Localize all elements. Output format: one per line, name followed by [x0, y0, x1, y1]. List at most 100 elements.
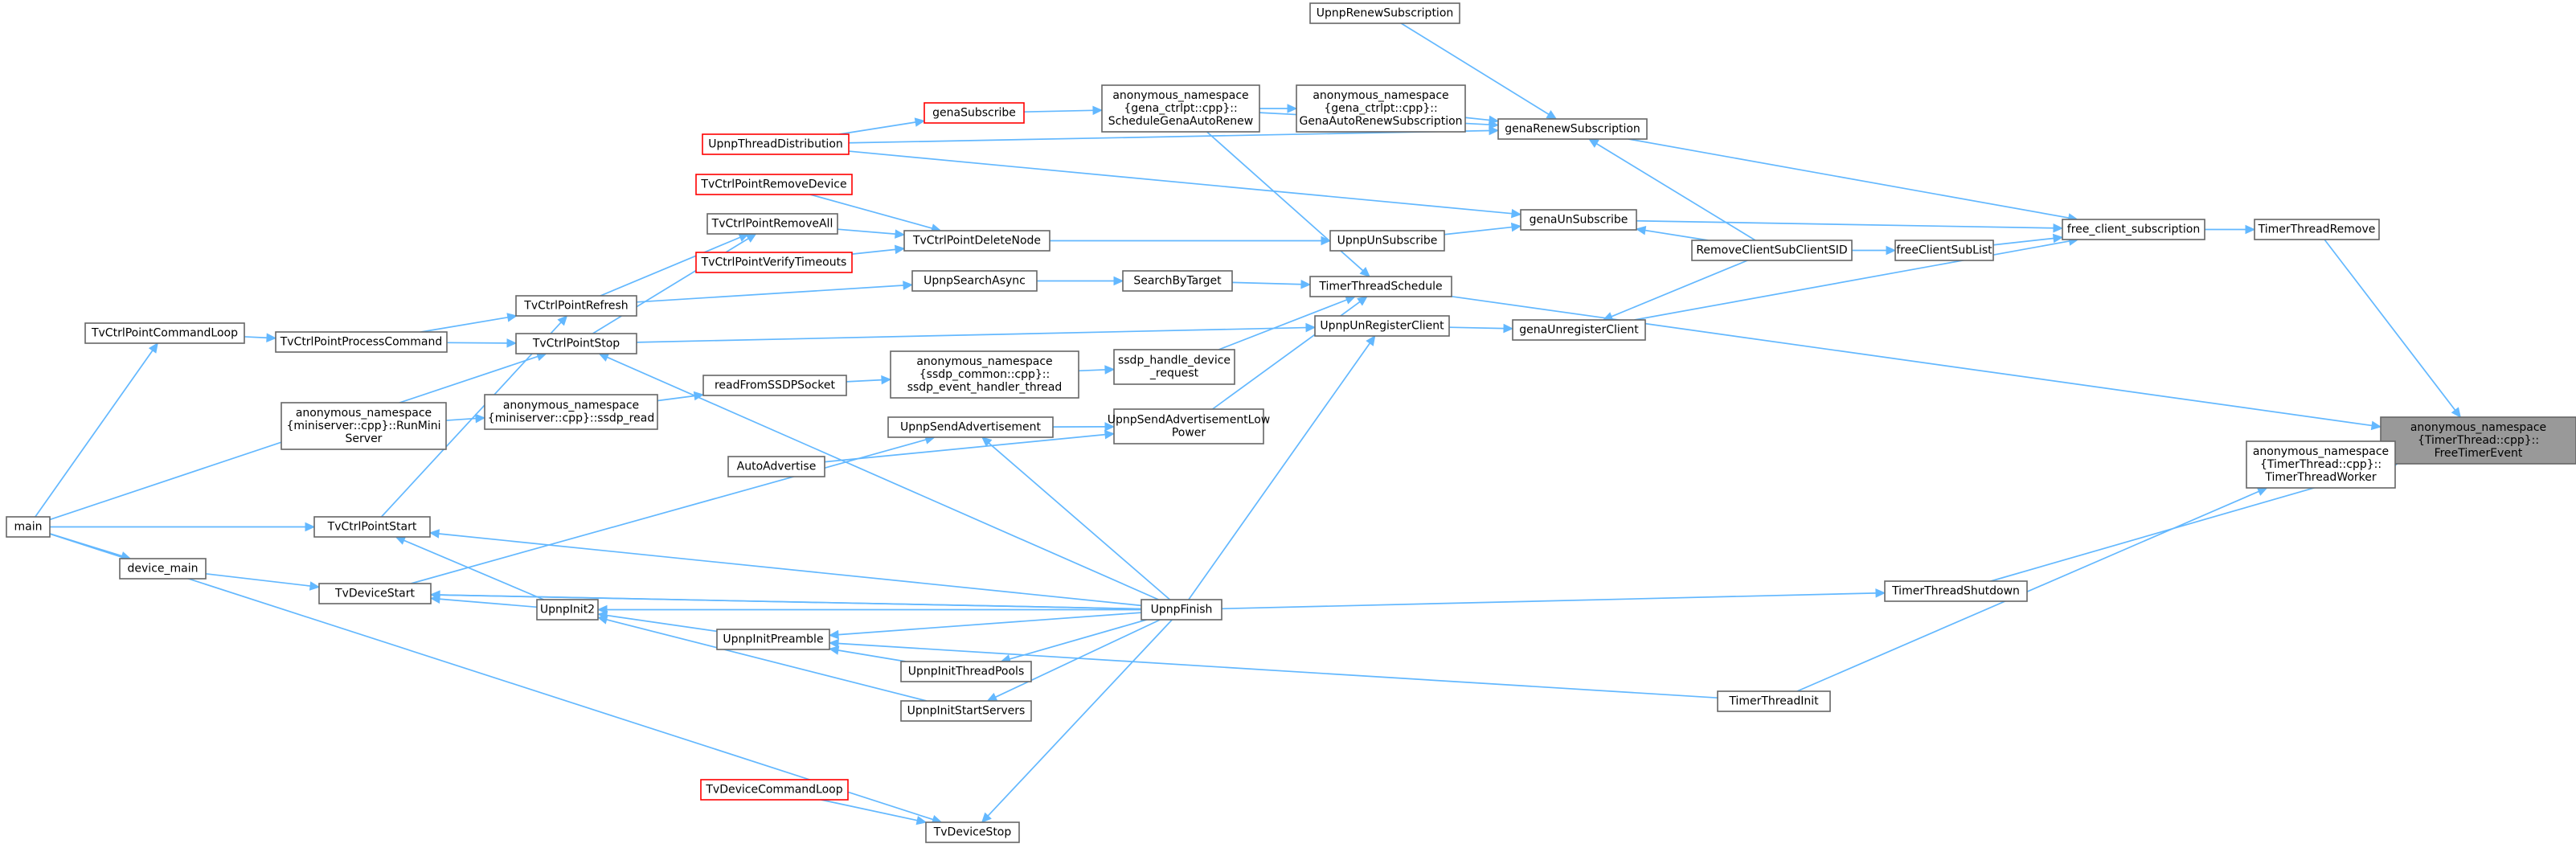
node-label: _request — [1149, 367, 1199, 380]
node-tvdcl[interactable]: TvDeviceCommandLoop — [700, 779, 849, 801]
node-gus[interactable]: genaUnSubscribe — [1520, 209, 1637, 231]
node-tcpvt[interactable]: TvCtrlPointVerifyTimeouts — [695, 252, 853, 273]
node-tvds[interactable]: TvDeviceStart — [318, 583, 432, 604]
node-uip[interactable]: UpnpInitPreamble — [716, 629, 830, 650]
node-sgar[interactable]: anonymous_namespace{gena_ctrlpt::cpp}::S… — [1101, 84, 1260, 133]
arrowhead-icon — [428, 529, 440, 539]
node-uurc[interactable]: UpnpUnRegisterClient — [1314, 315, 1450, 337]
node-devmain[interactable]: device_main — [119, 558, 207, 580]
node-uuns[interactable]: UpnpUnSubscribe — [1329, 230, 1445, 252]
arrowhead-icon — [1359, 267, 1370, 277]
edge-line — [439, 598, 538, 608]
node-tcdn[interactable]: TvCtrlPointDeleteNode — [903, 230, 1050, 252]
node-ssdpreq[interactable]: ssdp_handle_device_request — [1113, 349, 1235, 385]
arrowhead-icon — [1113, 276, 1124, 286]
node-upd[interactable]: UpnpThreadDistribution — [702, 133, 850, 155]
edge-line — [439, 594, 1142, 610]
node-grs[interactable]: genaRenewSubscription — [1497, 118, 1648, 140]
node-uiss[interactable]: UpnpInitStartServers — [900, 700, 1032, 722]
edge-line — [380, 322, 562, 518]
edge-line — [1644, 229, 1709, 241]
arrowhead-icon — [1875, 588, 1886, 598]
node-sbt[interactable]: SearchByTarget — [1122, 270, 1233, 292]
node-guc[interactable]: genaUnregisterClient — [1512, 319, 1646, 341]
node-tcpref[interactable]: TvCtrlPointRefresh — [515, 295, 637, 317]
node-box — [2246, 440, 2396, 489]
node-tvdstop[interactable]: TvDeviceStop — [925, 821, 1020, 843]
node-fcsl[interactable]: freeClientSubList — [1894, 240, 1994, 261]
node-tcpstop[interactable]: TvCtrlPointStop — [515, 333, 637, 354]
node-label: FreeTimerEvent — [2435, 447, 2523, 460]
node-label: genaUnSubscribe — [1530, 214, 1628, 227]
node-tcpstart[interactable]: TvCtrlPointStart — [313, 516, 431, 538]
node-ttw[interactable]: anonymous_namespace{TimerThread::cpp}::T… — [2246, 440, 2396, 489]
edge-upfin-to-tts — [1221, 588, 1886, 610]
node-upfin[interactable]: UpnpFinish — [1141, 599, 1222, 621]
edge-ttsched-to-root — [1451, 295, 2382, 431]
node-root[interactable]: anonymous_namespace{TimerThread::cpp}::F… — [2380, 416, 2576, 465]
node-label: UpnpSendAdvertisement — [900, 421, 1041, 434]
node-ttsched[interactable]: TimerThreadSchedule — [1309, 276, 1452, 297]
edge-tcpref-to-usa — [636, 281, 914, 303]
node-label: readFromSSDPSocket — [715, 379, 836, 392]
arrowhead-icon — [1104, 422, 1116, 432]
arrowhead-icon — [1510, 222, 1522, 232]
node-ssdpeh[interactable]: anonymous_namespace{ssdp_common::cpp}::s… — [890, 350, 1079, 399]
node-uitp[interactable]: UpnpInitThreadPools — [900, 661, 1032, 682]
node-box — [275, 331, 448, 353]
edge-upd-to-grs — [848, 125, 1500, 144]
node-box — [1691, 240, 1853, 261]
node-runmini[interactable]: anonymous_namespace{miniserver::cpp}::Ru… — [281, 402, 447, 450]
node-ttr[interactable]: TimerThreadRemove — [2254, 219, 2380, 240]
edge-upfin-to-ui2 — [596, 604, 1141, 615]
node-box — [706, 213, 838, 235]
node-autoadv[interactable]: AutoAdvertise — [727, 456, 825, 477]
edge-line — [2324, 239, 2456, 411]
arrowhead-icon — [1092, 105, 1104, 116]
node-label: TvCtrlPointRefresh — [523, 300, 628, 313]
node-usa[interactable]: UpnpSearchAsync — [911, 270, 1038, 292]
arrowhead-icon — [1357, 296, 1368, 306]
edge-upfin-to-tvdstop — [981, 619, 1173, 823]
node-label: anonymous_namespace — [1313, 89, 1448, 102]
edge-line — [848, 129, 1490, 144]
node-usadv[interactable]: UpnpSendAdvertisement — [887, 416, 1054, 438]
node-rfss[interactable]: readFromSSDPSocket — [702, 375, 847, 396]
node-tts[interactable]: TimerThreadShutdown — [1884, 580, 2028, 602]
edge-line — [1451, 295, 2373, 427]
node-label: anonymous_namespace — [2253, 445, 2389, 458]
node-tcppc[interactable]: TvCtrlPointProcessCommand — [275, 331, 448, 353]
node-tcpcl[interactable]: TvCtrlPointCommandLoop — [84, 322, 245, 344]
edge-rcsc-to-gus — [1635, 225, 1709, 241]
node-box — [515, 333, 637, 354]
node-garenew[interactable]: anonymous_namespace{gena_ctrlpt::cpp}::G… — [1296, 84, 1466, 133]
node-fcs[interactable]: free_client_subscription — [2062, 219, 2205, 240]
edge-tti-to-uip — [828, 638, 1718, 699]
edge-fcs-to-ttr — [2205, 224, 2256, 235]
node-label: TimerThreadInit — [1728, 695, 1819, 708]
edge-upfin-to-uitp — [1000, 619, 1147, 664]
node-main[interactable]: main — [6, 516, 51, 538]
node-gsub[interactable]: genaSubscribe — [924, 102, 1025, 124]
arrowhead-icon — [981, 436, 993, 447]
node-box — [1329, 230, 1445, 252]
edge-line — [600, 236, 741, 297]
node-tcprd[interactable]: TvCtrlPointRemoveDevice — [695, 174, 853, 195]
edge-line — [821, 799, 918, 821]
node-urs[interactable]: UpnpRenewSubscription — [1309, 2, 1460, 24]
node-box — [119, 558, 207, 580]
node-box — [1497, 118, 1648, 140]
node-box — [1309, 2, 1460, 24]
node-rcsc[interactable]: RemoveClientSubClientSID — [1691, 240, 1853, 261]
arrowhead-icon — [881, 375, 892, 385]
node-tcpra[interactable]: TvCtrlPointRemoveAll — [706, 213, 838, 235]
node-ui2[interactable]: UpnpInit2 — [536, 599, 599, 621]
node-label: TvCtrlPointDeleteNode — [912, 235, 1041, 248]
node-box — [2062, 219, 2205, 240]
node-tti[interactable]: TimerThreadInit — [1717, 690, 1831, 712]
node-box — [515, 295, 637, 317]
edge-line — [838, 612, 1142, 636]
node-ssdpread[interactable]: anonymous_namespace{miniserver::cpp}::ss… — [484, 394, 658, 430]
edge-sgar-to-ttsched — [1206, 131, 1370, 277]
